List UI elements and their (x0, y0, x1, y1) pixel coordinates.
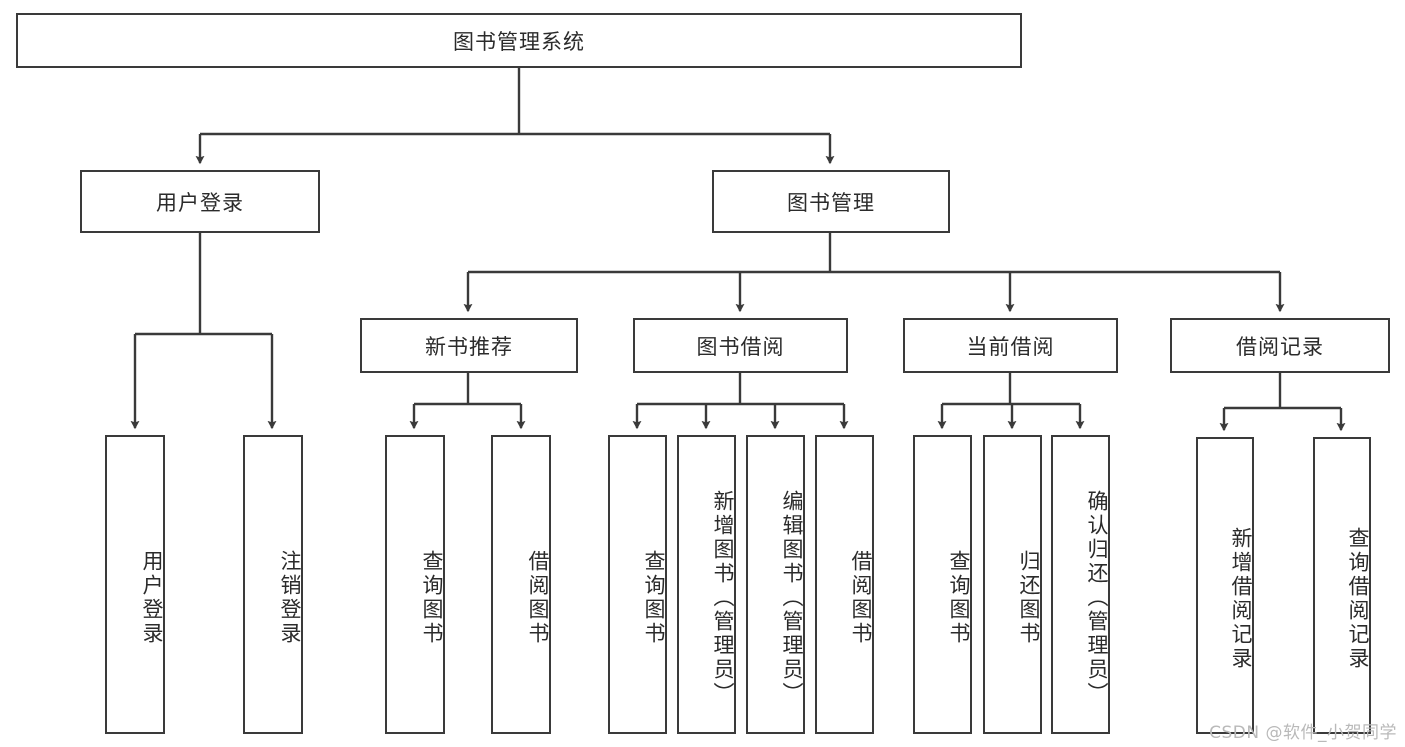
leaf-book-borrow-add-book-admin[interactable]: 新增图书（管理员） (677, 435, 736, 734)
csdn-watermark: CSDN @软件_小贺同学 (1209, 723, 1397, 743)
node-label: 查询图书 (420, 549, 444, 646)
leaf-borrow-record-query-record[interactable]: 查询借阅记录 (1313, 437, 1371, 734)
node-label: 新增图书（管理员） (711, 489, 735, 706)
leaf-user-login-login[interactable]: 用户登录 (105, 435, 165, 734)
leaf-current-borrow-confirm-return-admin[interactable]: 确认归还（管理员） (1051, 435, 1110, 734)
node-label: 图书管理系统 (453, 29, 585, 54)
node-new-book-recommend[interactable]: 新书推荐 (360, 318, 578, 373)
leaf-borrow-record-add-record[interactable]: 新增借阅记录 (1196, 437, 1254, 734)
node-book-management[interactable]: 图书管理 (712, 170, 950, 233)
node-label: 查询图书 (642, 549, 666, 646)
node-label: 借阅图书 (526, 549, 550, 646)
leaf-new-book-query-book[interactable]: 查询图书 (385, 435, 445, 734)
leaf-current-borrow-return-book[interactable]: 归还图书 (983, 435, 1042, 734)
node-label: 借阅图书 (849, 549, 873, 646)
leaf-book-borrow-edit-book-admin[interactable]: 编辑图书（管理员） (746, 435, 805, 734)
node-borrow-record[interactable]: 借阅记录 (1170, 318, 1390, 373)
node-book-borrow[interactable]: 图书借阅 (633, 318, 848, 373)
node-label: 新增借阅记录 (1229, 526, 1253, 671)
node-label: 查询图书 (947, 549, 971, 646)
node-current-borrow[interactable]: 当前借阅 (903, 318, 1118, 373)
leaf-new-book-borrow-book[interactable]: 借阅图书 (491, 435, 551, 734)
node-label: 用户登录 (140, 549, 164, 646)
node-label: 借阅记录 (1236, 334, 1324, 359)
node-label: 当前借阅 (966, 334, 1055, 359)
leaf-user-login-logout[interactable]: 注销登录 (243, 435, 303, 734)
node-label: 图书借阅 (696, 334, 785, 359)
leaf-book-borrow-borrow-book[interactable]: 借阅图书 (815, 435, 874, 734)
node-label: 确认归还（管理员） (1085, 489, 1109, 706)
node-label: 编辑图书（管理员） (780, 489, 804, 706)
node-label: 注销登录 (278, 549, 302, 646)
node-label: 查询借阅记录 (1346, 526, 1370, 671)
node-root-book-management-system[interactable]: 图书管理系统 (16, 13, 1022, 68)
leaf-book-borrow-query-book[interactable]: 查询图书 (608, 435, 667, 734)
node-label: 新书推荐 (425, 334, 513, 359)
node-label: 用户登录 (156, 190, 244, 215)
node-user-login[interactable]: 用户登录 (80, 170, 320, 233)
node-label: 图书管理 (787, 190, 875, 215)
node-label: 归还图书 (1017, 549, 1041, 646)
leaf-current-borrow-query-book[interactable]: 查询图书 (913, 435, 972, 734)
